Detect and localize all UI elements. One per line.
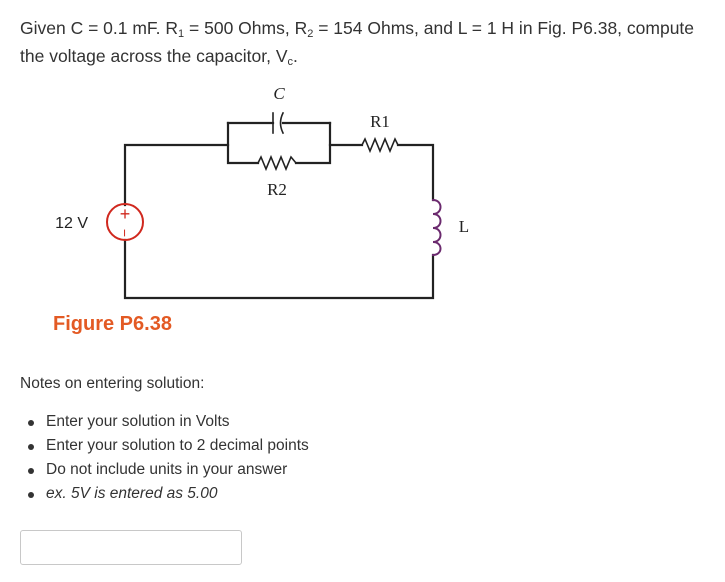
answer-input[interactable] [20,530,242,565]
question-subscript: 1 [178,28,185,40]
wire-parallel-right [294,121,332,165]
wire-r1-to-inductor [396,143,435,202]
list-item: Enter your solution in Volts [28,410,309,434]
list-item: Enter your solution to 2 decimal points [28,434,309,458]
question-subscript: c [287,56,294,68]
question-part: . [293,46,298,66]
voltage-source-circle [106,203,144,241]
wire-left-top [123,143,230,207]
figure-caption: Figure P6.38 [53,313,172,335]
list-item: Do not include units in your answer [28,458,309,482]
source-plus-sign: + [120,204,131,224]
list-item: ex. 5V is entered as 5.00 [28,482,309,506]
question-part: = 154 Ohms, and L = 1 H in Fig. P6.38, c… [20,18,695,66]
question-subscript: 2 [307,28,314,40]
resistor-r2 [256,154,298,172]
r2-label: R2 [267,180,287,199]
inductor-label: L [459,217,469,236]
inductor-coil [431,198,442,257]
notes-title: Notes on entering solution: [20,375,205,392]
capacitor-label: C [273,84,285,103]
wire-left-bottom [123,238,435,300]
capacitor-plate-right [279,111,285,135]
question-part: Given C = 0.1 mF. R [20,18,179,38]
circuit-diagram: + − C R2 R1 L 12 V [55,84,469,300]
question-part: = 500 Ohms, R [184,18,308,38]
wire-parallel-left [226,121,260,165]
source-minus-sign: − [117,229,133,237]
question-text: Given C = 0.1 mF. R1 = 500 Ohms, R2 = 15… [20,14,720,70]
r1-label: R1 [370,112,390,131]
source-voltage-label: 12 V [55,215,88,232]
resistor-r1 [360,136,400,154]
notes-list: Enter your solution in Volts Enter your … [28,410,309,506]
